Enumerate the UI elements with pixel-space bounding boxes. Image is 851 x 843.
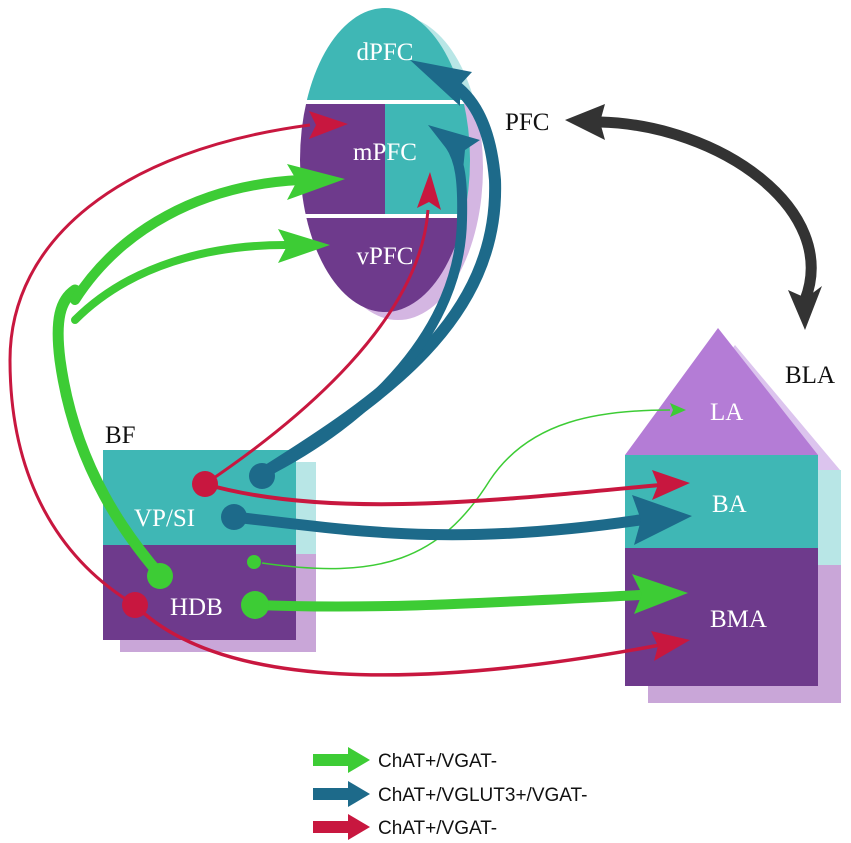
pfc-label: PFC <box>505 109 549 136</box>
bf-label: BF <box>105 422 136 449</box>
green-arrowhead-mpfc <box>287 164 345 200</box>
bma-region <box>625 548 818 686</box>
hdb-label: HDB <box>170 594 223 621</box>
green-path-to-la <box>261 409 671 570</box>
pfc-bla-arrow-body <box>594 116 817 306</box>
green-arrowhead-la <box>670 403 686 417</box>
legend-arrowhead-red <box>348 814 370 840</box>
red-path-to-ba <box>204 482 661 507</box>
legend-swatch-red <box>313 821 353 833</box>
green-path-to-mpfc <box>70 175 305 305</box>
bla-label: BLA <box>785 362 835 389</box>
red-path-to-mpfc-top <box>8 123 311 607</box>
bla-block <box>625 328 841 703</box>
legend-item-green: ChAT+/VGAT- <box>313 747 497 773</box>
green-arrowhead-bma <box>632 574 688 614</box>
pfc-divider-2 <box>300 214 470 218</box>
blue-dot-vpsi-mid <box>221 504 247 530</box>
red-arrowhead-ba <box>652 470 690 500</box>
blue-arrowhead-dpfc <box>410 60 472 106</box>
legend: ChAT+/VGAT- ChAT+/VGLUT3+/VGAT- ChAT+/VG… <box>313 747 587 840</box>
pfc-bla-connection <box>565 104 822 330</box>
red-dot-vpsi <box>192 471 218 497</box>
la-label: LA <box>710 399 743 426</box>
vpsi-label: VP/SI <box>134 505 195 532</box>
blue-projections <box>221 60 692 545</box>
green-path-hdb-trunk <box>52 284 166 581</box>
pfc-divider-1 <box>300 100 470 104</box>
red-dot-hdb <box>122 592 148 618</box>
blue-path-to-ba <box>228 511 646 541</box>
blue-dot-vpsi-top <box>249 463 275 489</box>
pfc-bla-arrowhead-pfc <box>565 104 605 140</box>
legend-label-blue: ChAT+/VGLUT3+/VGAT- <box>378 785 587 806</box>
ba-label: BA <box>712 491 747 518</box>
green-projections <box>52 164 688 619</box>
blue-arrowhead-mpfc <box>428 125 480 170</box>
green-path-to-bma <box>251 590 645 612</box>
legend-label-red: ChAT+/VGAT- <box>378 818 497 839</box>
bma-label: BMA <box>710 606 767 633</box>
legend-arrowhead-green <box>348 747 370 773</box>
green-dot-hdb-left <box>147 563 173 589</box>
legend-item-blue: ChAT+/VGLUT3+/VGAT- <box>313 781 587 807</box>
red-arrowhead-mpfc-top <box>309 111 348 139</box>
green-path-to-vpfc <box>71 241 289 324</box>
la-region <box>625 328 818 455</box>
legend-swatch-green <box>313 754 353 766</box>
pfc-bla-arrowhead-bla <box>788 286 822 330</box>
legend-swatch-blue <box>313 788 353 800</box>
red-arrowhead-mpfc-inner <box>417 172 441 210</box>
green-dot-small <box>247 555 261 569</box>
legend-arrowhead-blue <box>348 781 370 807</box>
legend-item-red: ChAT+/VGAT- <box>313 814 497 840</box>
red-projections <box>8 111 690 677</box>
green-arrowhead-vpfc <box>278 229 330 263</box>
blue-path-to-mpfc <box>257 140 468 479</box>
mpfc-label: mPFC <box>353 139 417 166</box>
legend-label-green: ChAT+/VGAT- <box>378 751 497 772</box>
vpfc-label: vPFC <box>357 243 414 270</box>
red-arrowhead-bma <box>651 631 690 661</box>
red-path-to-bma <box>133 603 661 677</box>
green-dot-hdb-right <box>241 591 269 619</box>
blue-arrowhead-ba <box>632 495 692 545</box>
red-path-to-mpfc-inner <box>204 209 430 486</box>
dpfc-label: dPFC <box>357 39 414 66</box>
